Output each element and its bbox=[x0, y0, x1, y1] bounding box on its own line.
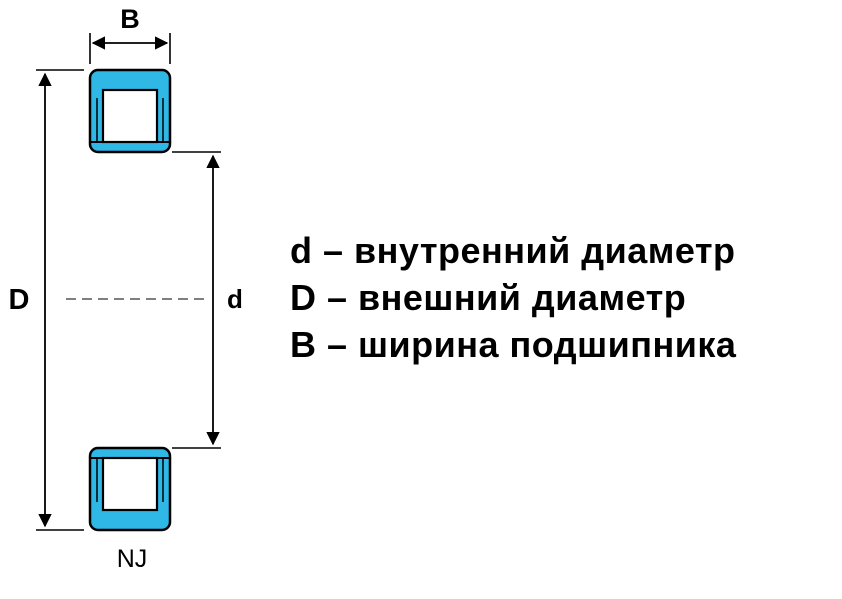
bearing-type-label: NJ bbox=[117, 545, 148, 573]
dimension-b: B bbox=[89, 4, 171, 64]
dim-d-outer-label: D bbox=[9, 284, 30, 316]
bearing-bottom-section bbox=[88, 446, 172, 532]
dimension-d-outer: D bbox=[9, 69, 84, 531]
bearing-top-section bbox=[88, 68, 172, 154]
dim-d-inner-label: d bbox=[227, 284, 243, 314]
legend-item-outer-diameter: D – внешний диаметр bbox=[290, 277, 687, 318]
roller-bottom bbox=[101, 456, 159, 512]
legend-item-inner-diameter: d – внутренний диаметр bbox=[290, 230, 736, 271]
legend: d – внутренний диаметр D – внешний диаме… bbox=[290, 227, 736, 368]
dimension-d-inner: d bbox=[172, 151, 243, 449]
legend-item-width: B – ширина подшипника bbox=[290, 324, 737, 365]
dim-b-label: B bbox=[120, 4, 140, 34]
roller-top bbox=[101, 88, 159, 144]
